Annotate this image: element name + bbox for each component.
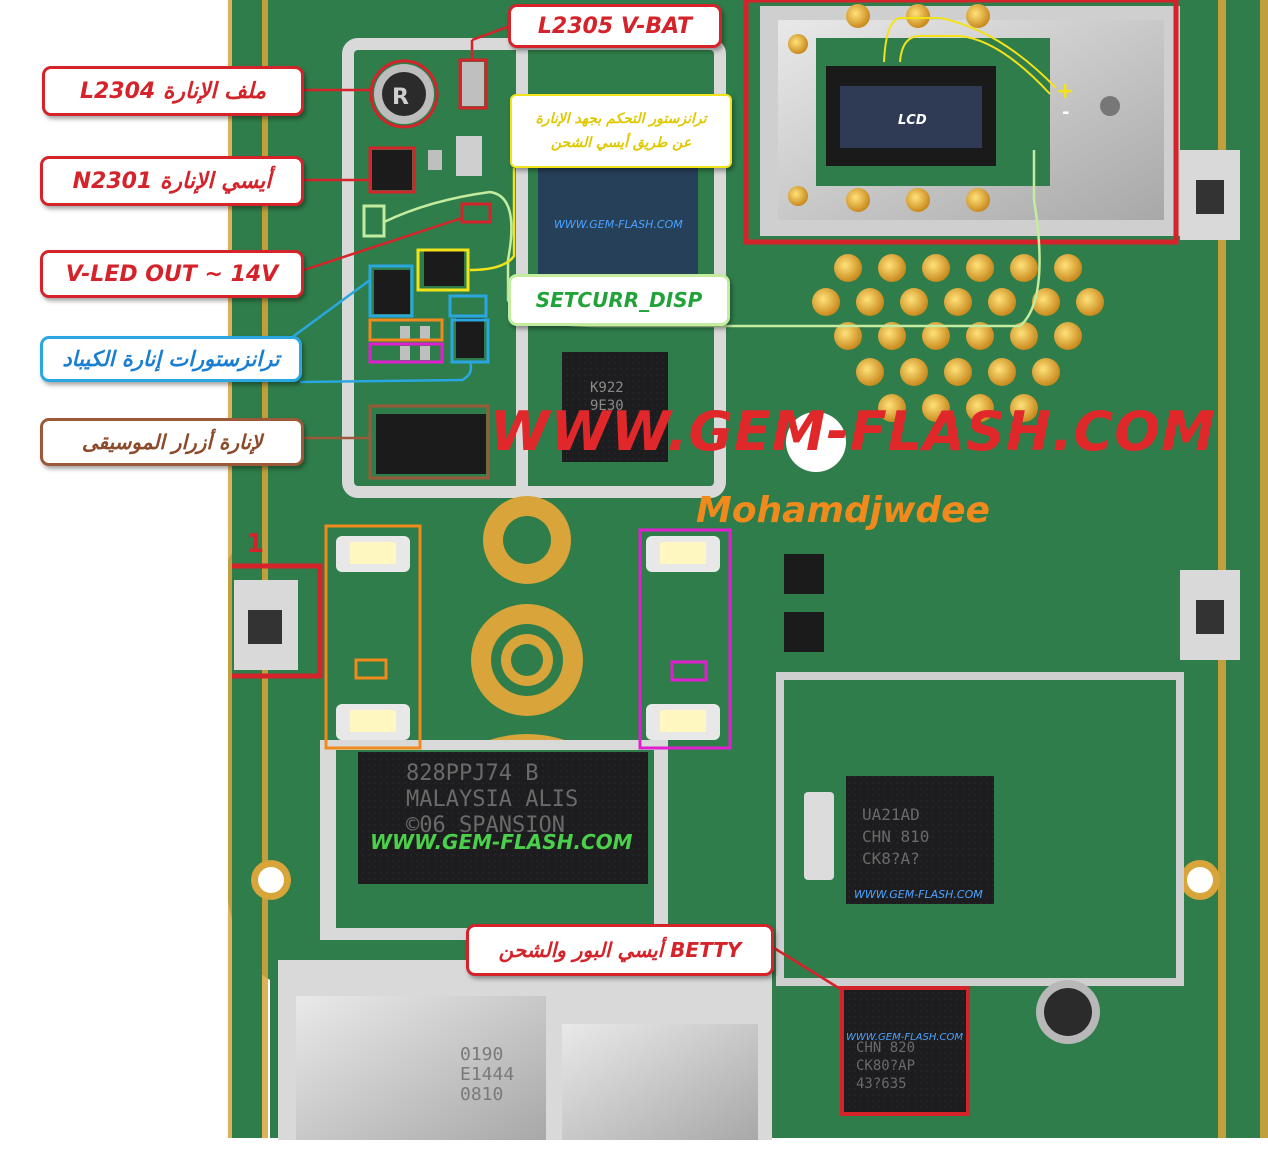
gold-pad-array <box>812 254 1104 422</box>
label-control-transistor-line2: عن طريق أيسي الشحن <box>550 135 692 151</box>
minus-label: - <box>1062 102 1069 123</box>
label-n2301-text: N2301 أيسي الإنارة <box>72 168 272 194</box>
label-setcurr: SETCURR_DISP <box>508 274 730 326</box>
betty-chip-marking-line: CHN 820 <box>856 1040 915 1056</box>
watermark-small-4: WWW.GEM-FLASH.COM <box>846 1032 964 1043</box>
bottom-chip-marking-line: 0190 <box>460 1044 503 1065</box>
label-vled-text: V-LED OUT ~ 14V <box>65 261 279 287</box>
watermark-small-2: WWW.GEM-FLASH.COM <box>370 830 633 854</box>
label-l2304-text: L2304 ملف الإنارة <box>79 78 267 104</box>
cpu-chip-marking-line: CHN 810 <box>862 827 929 846</box>
flash-chip-marking-line: MALAYSIA ALIS <box>406 787 578 812</box>
betty-chip-marking-line: 43?635 <box>856 1076 907 1092</box>
middle-chip <box>562 352 668 462</box>
betty-chip-marking-line: CK80?AP <box>856 1058 915 1074</box>
flash-chip-marking-line: 828PPJ74 B <box>406 761 538 786</box>
label-l2304: L2304 ملف الإنارة <box>42 66 304 116</box>
marker-one: 1 <box>246 529 264 559</box>
label-betty-text: أيسي البور والشحن BETTY <box>498 938 742 962</box>
label-keypad-transistors: ترانزستورات إنارة الكيباد <box>40 336 302 382</box>
watermark-main: WWW.GEM-FLASH.COM <box>490 400 1216 463</box>
lcd-connector-area <box>760 4 1180 236</box>
label-setcurr-text: SETCURR_DISP <box>535 288 703 312</box>
lower-chips <box>320 554 1184 1112</box>
watermark-small-3: WWW.GEM-FLASH.COM <box>854 888 983 901</box>
label-n2301: N2301 أيسي الإنارة <box>40 156 304 206</box>
label-music-keys-text: لإنارة أزرار الموسيقى <box>81 430 263 454</box>
label-keypad-transistors-text: ترانزستورات إنارة الكيباد <box>62 347 280 371</box>
cpu-chip-marking-line: UA21AD <box>862 805 920 824</box>
led-region <box>330 496 720 748</box>
label-l2305-text: L2305 V-BAT <box>537 13 693 39</box>
inductor-l2304: R <box>374 64 434 124</box>
bottom-chip-marking-line: 0810 <box>460 1084 503 1105</box>
highlight-outlines <box>232 0 1179 1116</box>
middle-chip-marking-line: K922 <box>590 380 624 396</box>
small-components-left <box>372 62 486 474</box>
label-control-transistor-line1: ترانزستور التحكم بجهد الإنارة <box>535 111 707 127</box>
svg-text:R: R <box>392 85 409 110</box>
label-control-transistor: ترانزستور التحكم بجهد الإنارة عن طريق أي… <box>510 94 732 168</box>
label-music-keys: لإنارة أزرار الموسيقى <box>40 418 304 466</box>
cpu-chip-marking-line: CK8?A? <box>862 849 920 868</box>
label-betty: أيسي البور والشحن BETTY <box>466 924 774 976</box>
side-switches <box>234 150 1240 670</box>
watermark-small-1: WWW.GEM-FLASH.COM <box>554 218 683 231</box>
plus-label: + <box>1056 79 1074 104</box>
lcd-label: LCD <box>898 113 927 128</box>
watermark-author: Mohamdjwdee <box>696 490 990 531</box>
label-l2305: L2305 V-BAT <box>508 4 722 48</box>
bottom-shields <box>278 960 772 1140</box>
middle-chip-marking: K922 9E30 <box>590 380 624 414</box>
label-vled: V-LED OUT ~ 14V <box>40 250 304 298</box>
middle-chip-marking-line: 9E30 <box>590 398 624 414</box>
flash-chip-marking-line: ©06 SPANSION <box>406 813 565 838</box>
bottom-chip-marking-line: E1444 <box>460 1064 514 1085</box>
